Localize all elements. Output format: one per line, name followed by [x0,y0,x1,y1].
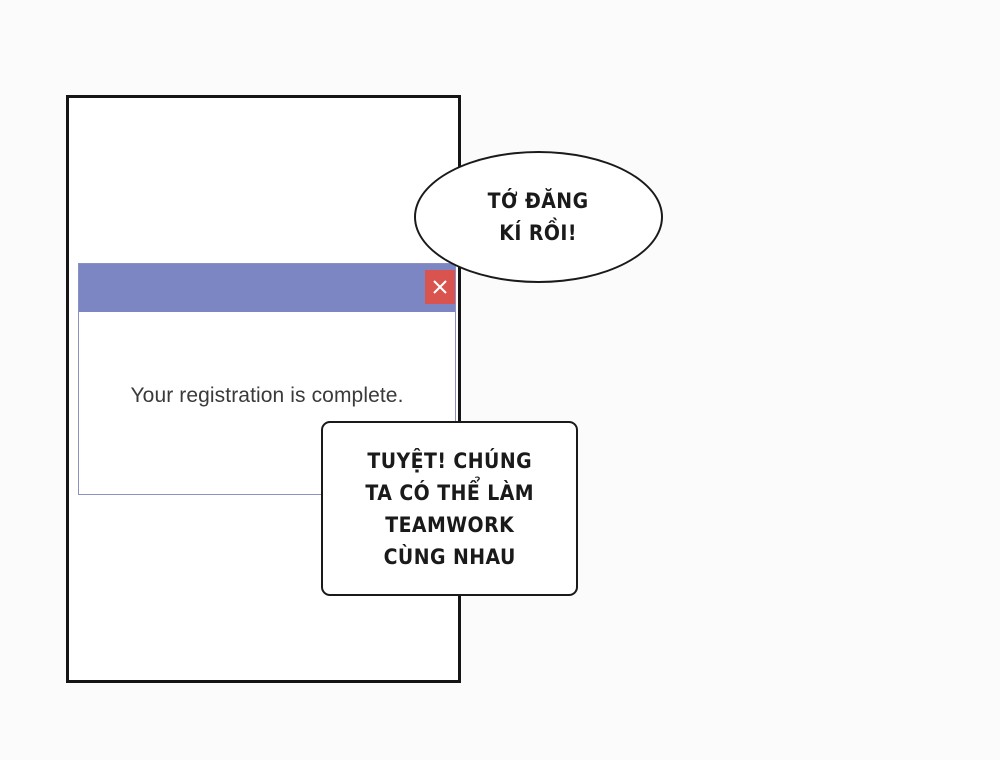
dialog-message: Your registration is complete. [130,384,404,407]
dialog-titlebar [79,264,455,312]
speech-bubble-text: TỚ ĐĂNG KÍ RỒI! [488,189,589,245]
close-icon [433,280,447,294]
speech-bubble-box: TUYỆT! CHÚNG TA CÓ THỂ LÀM TEAMWORK CÙNG… [321,421,578,596]
speech-bubble-oval: TỚ ĐĂNG KÍ RỒI! [414,151,663,283]
speech-bubble-text: TUYỆT! CHÚNG TA CÓ THỂ LÀM TEAMWORK CÙNG… [365,448,534,569]
close-button[interactable] [425,270,455,304]
registration-dialog: Your registration is complete. [78,263,456,495]
